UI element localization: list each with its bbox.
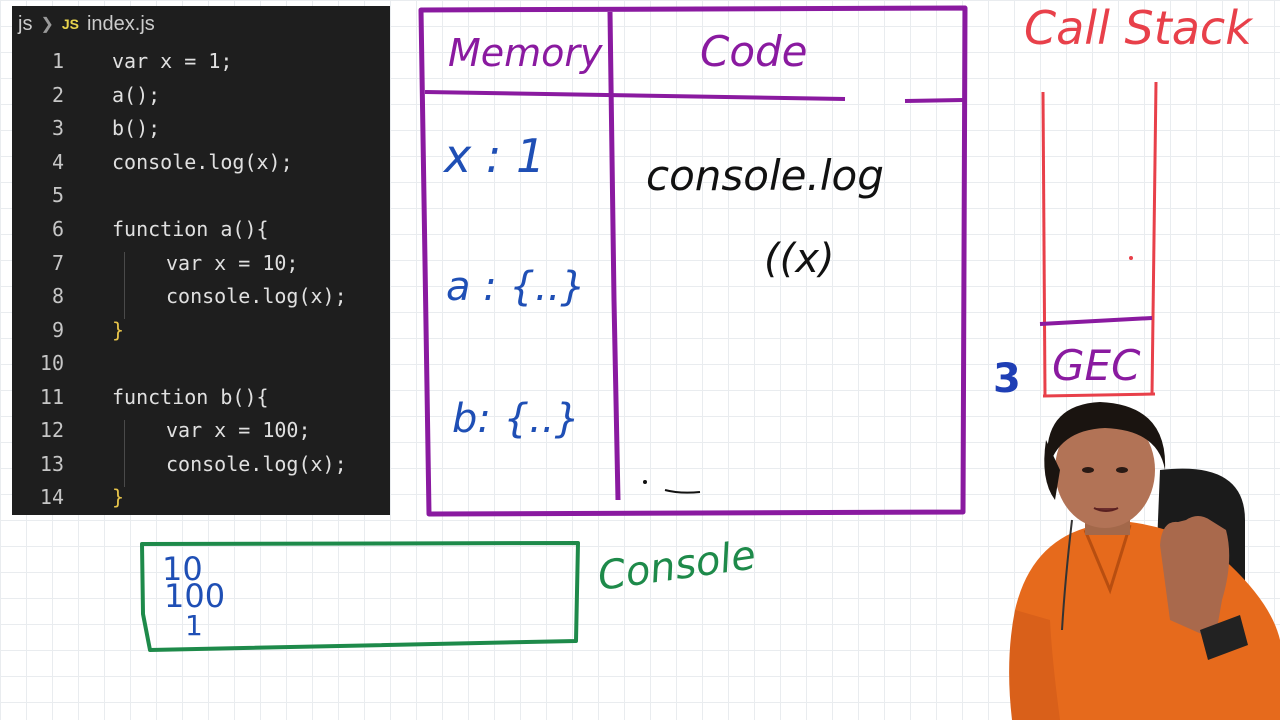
hair-side-left [1044,440,1060,500]
line-number: 11 [39,384,64,409]
line-code: var x = 10; [166,250,299,275]
chevron-right-icon: ❯ [40,16,54,33]
breadcrumb: js ❯ JS index.js [18,10,155,38]
breadcrumb-folder[interactable]: js [18,12,33,35]
ec-outer-border [418,5,968,517]
line-number: 5 [51,182,64,207]
code-line[interactable]: 14 } [12,480,390,513]
code-line[interactable]: 13 console.log(x); [12,447,390,480]
ec-header-divider-right [904,98,964,103]
line-number: 1 [51,48,64,73]
raised-hand [1160,516,1230,640]
line-code: console.log(x); [112,149,293,174]
code-line[interactable]: 9 } [12,313,390,346]
line-code: a(); [112,82,161,107]
stack-left-wall [1041,91,1047,396]
memory-entry-x: x : 1 [442,129,545,183]
code-line[interactable]: 10 [12,346,390,379]
code-line[interactable]: 3 b(); [12,111,390,144]
line-code: b(); [112,115,161,140]
memory-entry-b: b: {..} [452,396,580,442]
line-code: console.log(x); [166,451,347,476]
indent-guide [124,420,125,487]
js-file-icon: JS [61,16,79,32]
right-eye [1116,467,1128,473]
breadcrumb-file[interactable]: index.js [86,12,155,35]
stack-right-wall [1150,81,1158,396]
code-editor[interactable]: js ❯ JS index.js 1 var x = 1; 2 a(); 3 b… [12,6,390,515]
ec-column-divider [607,11,621,501]
line-number: 10 [39,350,64,375]
line-code: } [112,317,125,342]
line-number: 12 [39,417,64,442]
code-line[interactable]: 7 var x = 10; [12,246,390,279]
left-arm [1009,610,1060,720]
stack-bottom [1042,392,1156,398]
stack-frame-gec: GEC [1052,341,1141,390]
code-line[interactable]: 12 var x = 100; [12,413,390,446]
code-line[interactable]: 11 function b(){ [12,380,390,413]
call-stack-title: Call Stack [1024,1,1254,55]
line-code: console.log(x); [166,283,347,308]
left-eye [1082,467,1094,473]
console-output-3: 1 [185,609,203,642]
line-number: 6 [51,216,64,241]
code-line[interactable]: 1 var x = 1; [12,44,390,77]
line-number: 2 [51,82,64,107]
line-number: 8 [51,283,64,308]
code-header: Code [700,27,808,76]
line-code: var x = 100; [166,417,311,442]
indent-guide [124,252,125,319]
head [1055,412,1155,528]
line-number: 3 [51,115,64,140]
line-number: 4 [51,149,64,174]
console-box-border [140,541,580,652]
line-number: 9 [51,317,64,342]
line-number: 7 [51,250,64,275]
console-output-2: 100 [164,577,225,615]
memory-entry-a: a : {..} [446,264,586,310]
memory-header: Memory [448,31,603,75]
line-code: var x = 1; [112,48,233,73]
mouth [1093,507,1119,512]
console-output-1: 10 [162,550,203,588]
wrist-watch [1200,615,1248,660]
code-scribble [664,489,701,494]
line-code: } [112,484,125,509]
shirt-collar [1083,524,1132,595]
earphone-cord [1061,519,1073,631]
code-line[interactable]: 8 console.log(x); [12,279,390,312]
stack-side-mark: 3 [993,356,1021,402]
code-line[interactable]: 5 [12,178,390,211]
code-text-line2: ((x) [764,236,835,282]
stack-frame-divider [1039,316,1153,326]
line-number: 14 [39,484,64,509]
code-dot [643,480,647,484]
line-code: function b(){ [112,384,269,409]
call-stack: Call Stack GEC 3 [993,1,1254,402]
ec-header-divider-left [424,90,846,101]
line-code: function a(){ [112,216,269,241]
stack-dot [1129,256,1133,260]
execution-context-table: Memory Code x : 1 a : {..} b: {..} conso… [418,5,968,517]
presenter-figure [1009,402,1280,720]
code-line[interactable]: 2 a(); [12,78,390,111]
hair [1047,402,1166,470]
code-line[interactable]: 4 console.log(x); [12,145,390,178]
line-number: 13 [39,451,64,476]
code-text-line1: console.log [646,151,884,200]
code-line[interactable]: 6 function a(){ [12,212,390,245]
